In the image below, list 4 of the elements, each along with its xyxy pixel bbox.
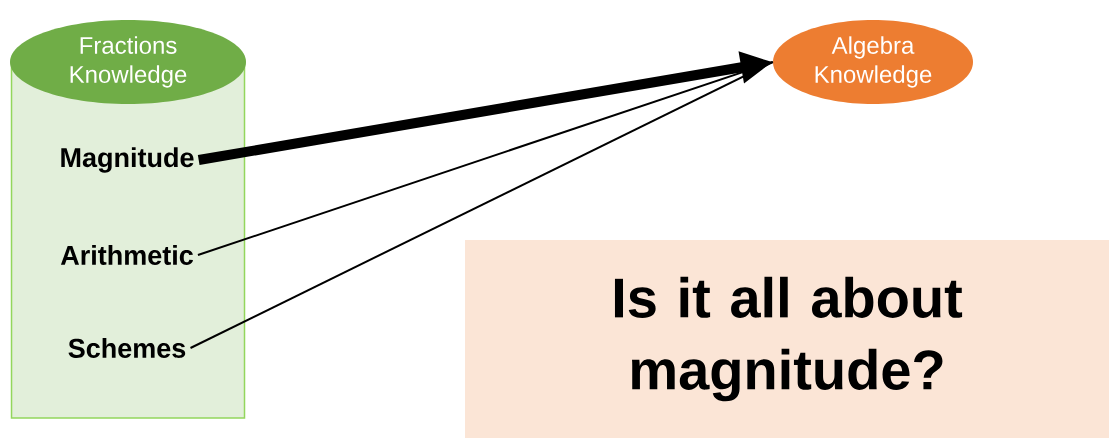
item-label: Schemes [68, 338, 186, 358]
item-label: Magnitude [61, 147, 194, 173]
item-label: Arithmetic [60, 245, 193, 265]
question-box: Is it all about magnitude? [465, 240, 1109, 438]
